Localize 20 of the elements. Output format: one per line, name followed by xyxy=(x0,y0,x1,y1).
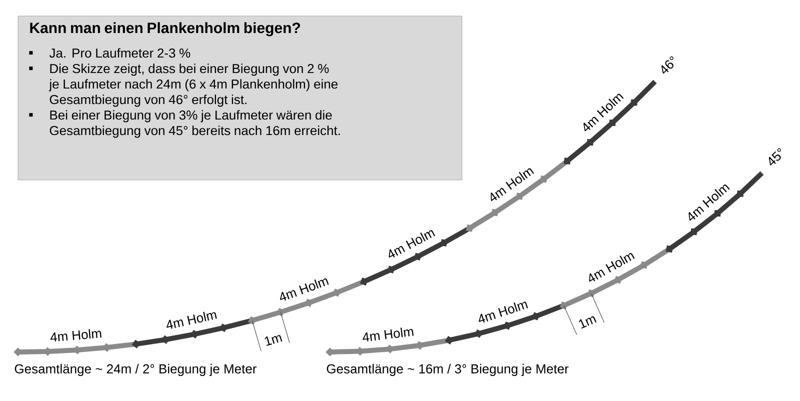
angle-label: 46° xyxy=(661,56,674,74)
node-label: 4m Holm xyxy=(589,253,635,282)
dimension-line: 1m xyxy=(252,312,290,352)
node-label: 4m Holm xyxy=(362,328,414,342)
node-label: 4m Holm xyxy=(388,230,436,258)
node-label: 4m Holm xyxy=(478,302,528,323)
beam-segment: 4m Holm xyxy=(560,246,671,310)
beam-segment: 4m Holm xyxy=(248,278,365,325)
caption: Gesamtlänge ~ 24m / 2° Biegung je Meter xyxy=(14,364,257,376)
angle-label: 45° xyxy=(768,148,781,166)
beam-segment: 4m Holm xyxy=(360,226,471,286)
beam-segment: 4m Holm xyxy=(444,302,565,345)
node-label: 4m Holm xyxy=(166,312,217,329)
dimension-line: 1m xyxy=(564,293,604,336)
info-box: Kann man einen Plankenholm biegen? Ja. Pro Laufmeter 2-3 % Die Skizze zeigt, dass bei einer Biegung von 2 % je Laufmeter nach 24m (6 x 4m Plankenholm) eine Gesamtbiegung von 46° erfolgt ist. Bei einer Biegung von 3% je Laufmeter wären die Gesamtbiegung von 45° bereits nach 16m erreicht. xyxy=(18,16,462,180)
node-label: 4m Holm xyxy=(490,168,534,202)
caption: Gesamtlänge ~ 16m / 3° Biegung je Meter xyxy=(326,364,569,376)
beam-segment: 4m Holm xyxy=(466,159,569,232)
node-label: 4m Holm xyxy=(280,278,329,301)
node-label: 4m Holm xyxy=(50,329,102,342)
